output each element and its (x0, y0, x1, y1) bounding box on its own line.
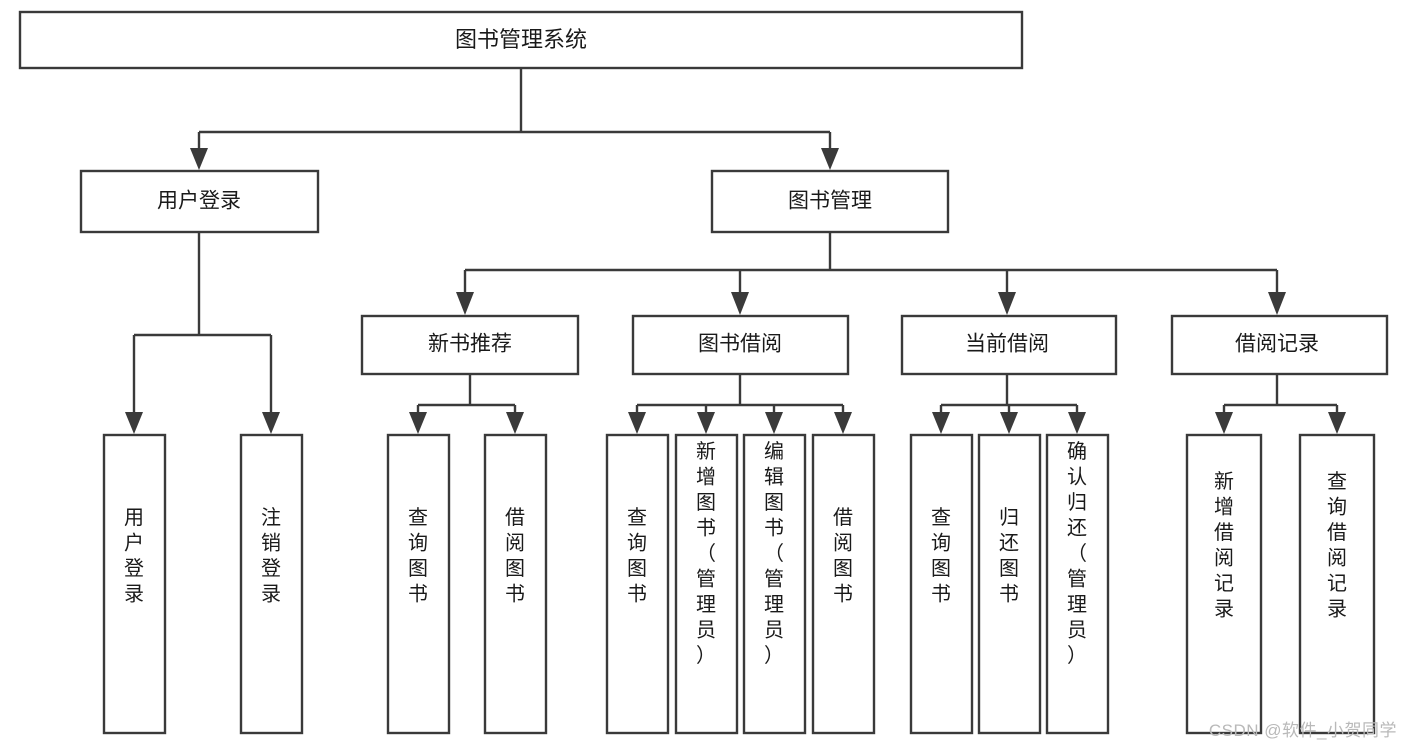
leaf-query-book-3-label: 查询图书 (931, 506, 951, 606)
leaf-query-book-3-box[interactable] (909, 433, 974, 735)
arrow-to-leaf-add-record (1215, 412, 1233, 434)
arrow-to-current-borrow (998, 292, 1016, 315)
arrow-to-leaf-edit-book (765, 412, 783, 434)
user-login-box[interactable] (79, 169, 320, 234)
arrow-to-leaf-query-book-1 (409, 412, 427, 434)
user-login-label: 用户登录 (157, 190, 241, 213)
node-leaf-query-book-3[interactable]: 查询图书 (909, 433, 974, 735)
arrow-to-leaf-confirm-return (1068, 412, 1086, 434)
leaf-query-book-2-label: 查询图书 (627, 506, 647, 606)
node-leaf-user-login[interactable]: 用户登录 (102, 433, 167, 735)
node-leaf-query-book-1[interactable]: 查询图书 (386, 433, 451, 735)
leaf-borrow-book-1-box[interactable] (483, 433, 548, 735)
leaf-confirm-return-box[interactable] (1045, 433, 1110, 735)
leaf-query-record-label: 查询借阅记录 (1327, 470, 1347, 621)
leaf-add-book-label: 新增图书（管理员） (696, 440, 716, 667)
arrow-to-book-borrow (731, 292, 749, 315)
root-label: 图书管理系统 (455, 27, 587, 52)
leaf-logout-login-label: 注销登录 (261, 506, 281, 606)
node-leaf-logout-login[interactable]: 注销登录 (239, 433, 304, 735)
leaf-query-book-1-box[interactable] (386, 433, 451, 735)
node-book-manage[interactable]: 图书管理 (710, 169, 950, 234)
arrow-to-leaf-add-book (697, 412, 715, 434)
leaf-return-book-box[interactable] (977, 433, 1042, 735)
leaf-return-book-label: 归还图书 (999, 506, 1019, 606)
node-leaf-borrow-book-2[interactable]: 借阅图书 (811, 433, 876, 735)
leaf-add-book-box[interactable] (674, 433, 739, 735)
leaf-nodes-layer: 用户登录 注销登录 查询图书 借阅图书 查询图书 新增图书（管理员） (102, 433, 1376, 735)
arrow-to-leaf-query-book-3 (932, 412, 950, 434)
node-leaf-borrow-book-1[interactable]: 借阅图书 (483, 433, 548, 735)
node-root[interactable]: 图书管理系统 (18, 10, 1024, 70)
leaf-confirm-return-label: 确认归还（管理员） (1067, 440, 1087, 667)
new-book-recommend-box[interactable] (360, 314, 580, 376)
node-leaf-edit-book[interactable]: 编辑图书（管理员） (742, 433, 807, 735)
node-leaf-query-book-2[interactable]: 查询图书 (605, 433, 670, 735)
arrow-to-leaf-borrow-book-1 (506, 412, 524, 434)
node-book-borrow[interactable]: 图书借阅 (631, 314, 850, 376)
arrow-to-leaf-return-book (1000, 412, 1018, 434)
node-leaf-add-book[interactable]: 新增图书（管理员） (674, 433, 739, 735)
leaf-query-book-2-box[interactable] (605, 433, 670, 735)
leaf-add-record-label: 新增借阅记录 (1214, 470, 1234, 621)
arrow-to-leaf-logout-login (262, 412, 280, 434)
leaf-edit-book-box[interactable] (742, 433, 807, 735)
leaf-add-record-box[interactable] (1185, 433, 1263, 735)
arrow-to-borrow-record (1268, 292, 1286, 315)
node-current-borrow[interactable]: 当前借阅 (900, 314, 1118, 376)
leaf-borrow-book-2-box[interactable] (811, 433, 876, 735)
borrow-record-box[interactable] (1170, 314, 1389, 376)
arrow-to-leaf-user-login (125, 412, 143, 434)
leaf-logout-login-box[interactable] (239, 433, 304, 735)
node-leaf-add-record[interactable]: 新增借阅记录 (1185, 433, 1263, 735)
leaf-user-login-box[interactable] (102, 433, 167, 735)
book-borrow-label: 图书借阅 (698, 333, 782, 356)
arrow-to-book-manage (821, 148, 839, 170)
arrow-to-leaf-query-record (1328, 412, 1346, 434)
node-user-login[interactable]: 用户登录 (79, 169, 320, 234)
leaf-borrow-book-2-label: 借阅图书 (833, 506, 853, 606)
leaf-user-login-label: 用户登录 (124, 507, 144, 606)
arrow-to-leaf-borrow-book-2 (834, 412, 852, 434)
book-borrow-box[interactable] (631, 314, 850, 376)
node-borrow-record[interactable]: 借阅记录 (1170, 314, 1389, 376)
root-box[interactable] (18, 10, 1024, 70)
node-leaf-confirm-return[interactable]: 确认归还（管理员） (1045, 433, 1110, 735)
book-manage-label: 图书管理 (788, 190, 872, 213)
leaf-query-record-box[interactable] (1298, 433, 1376, 735)
leaf-query-book-1-label: 查询图书 (408, 506, 428, 606)
node-new-book-recommend[interactable]: 新书推荐 (360, 314, 580, 376)
book-manage-box[interactable] (710, 169, 950, 234)
current-borrow-box[interactable] (900, 314, 1118, 376)
node-leaf-return-book[interactable]: 归还图书 (977, 433, 1042, 735)
arrow-to-new-book-recommend (456, 292, 474, 315)
new-book-recommend-label: 新书推荐 (428, 333, 512, 356)
node-leaf-query-record[interactable]: 查询借阅记录 (1298, 433, 1376, 735)
arrow-to-leaf-query-book-2 (628, 412, 646, 434)
leaf-edit-book-label: 编辑图书（管理员） (764, 440, 784, 667)
current-borrow-label: 当前借阅 (965, 333, 1049, 356)
arrow-to-user-login (190, 148, 208, 170)
leaf-borrow-book-1-label: 借阅图书 (505, 506, 525, 606)
borrow-record-label: 借阅记录 (1235, 333, 1319, 356)
connector-layer (125, 68, 1346, 434)
